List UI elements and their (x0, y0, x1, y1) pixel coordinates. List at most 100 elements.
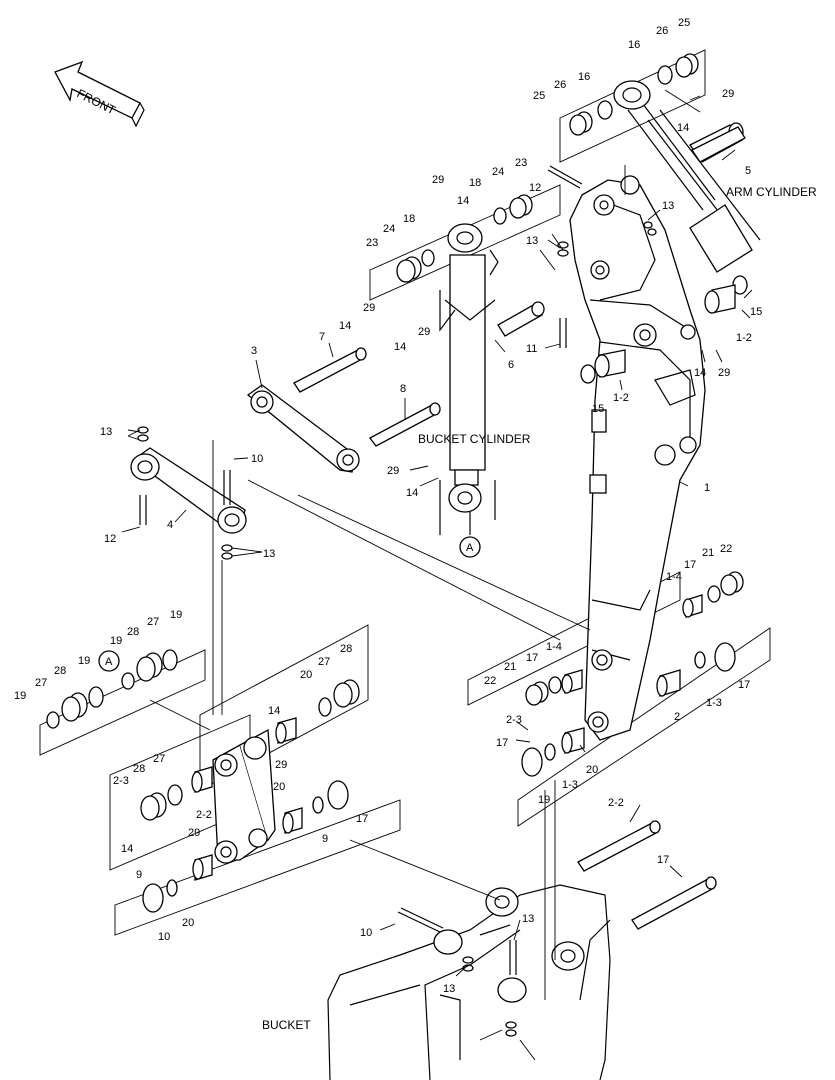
link-3 (246, 384, 360, 473)
callout: 13 (263, 548, 275, 560)
ref-a-circle-cylinder (459, 536, 481, 558)
callout: 23 (366, 237, 378, 249)
callout: 29 (387, 465, 399, 477)
callout: 29 (432, 174, 444, 186)
callout: 20 (300, 669, 312, 681)
callout: 1-2 (613, 392, 629, 404)
callout: 16 (628, 39, 640, 51)
callout: 3 (251, 345, 257, 357)
callout: 20 (586, 764, 598, 776)
bucket-body (327, 884, 611, 1080)
callout: 14 (268, 705, 280, 717)
callout: 19 (110, 635, 122, 647)
callout: 19 (538, 794, 550, 806)
callout: 10 (251, 453, 263, 465)
callout: 9 (136, 869, 142, 881)
callout: 17 (526, 652, 538, 664)
bolts (137, 165, 657, 1037)
callout: 28 (127, 626, 139, 638)
callout: 13 (443, 983, 455, 995)
ref-a-label-panel: A (105, 656, 113, 668)
callout: 22 (720, 543, 732, 555)
callout: 14 (406, 487, 418, 499)
callout: 13 (526, 235, 538, 247)
callout: 15 (592, 403, 604, 415)
callout: 17 (356, 813, 368, 825)
callout: 15 (750, 306, 762, 318)
callout: 29 (722, 88, 734, 100)
callout: 24 (383, 223, 395, 235)
callout: 26 (656, 25, 668, 37)
callout: 10 (360, 927, 372, 939)
callout: 5 (745, 165, 751, 177)
callout: 2 (674, 711, 680, 723)
link-4 (130, 447, 247, 534)
callout: 12 (529, 182, 541, 194)
bucket-cylinder-label: BUCKET CYLINDER (418, 432, 531, 446)
link-2 (212, 728, 276, 864)
arm-cylinder-label: ARM CYLINDER (726, 185, 817, 199)
callout: 19 (170, 609, 182, 621)
callout: 14 (457, 195, 469, 207)
callout: 20 (273, 781, 285, 793)
callout: 19 (78, 655, 90, 667)
callout: 28 (340, 643, 352, 655)
callout: 9 (322, 833, 328, 845)
small-parts (46, 53, 748, 913)
callout: 29 (363, 302, 375, 314)
callout: 20 (182, 917, 194, 929)
callout: 29 (718, 367, 730, 379)
callout: 7 (319, 331, 325, 343)
pins (293, 126, 746, 930)
labels: ARM CYLINDER BUCKET CYLINDER BUCKET A A (105, 185, 817, 1032)
callout: 22 (484, 675, 496, 687)
callout: 1-4 (546, 641, 562, 653)
callout: 17 (684, 559, 696, 571)
callout: 16 (578, 71, 590, 83)
callout: 4 (167, 519, 173, 531)
callout: 23 (515, 157, 527, 169)
arm (569, 175, 706, 741)
callout: 1 (704, 482, 710, 494)
callout: 2-2 (196, 809, 212, 821)
leader-lines (121, 95, 753, 1041)
callout: 6 (508, 359, 514, 371)
callout: 2-3 (113, 775, 129, 787)
callout: 1-4 (666, 571, 682, 583)
callout: 25 (533, 90, 545, 102)
callout: 13 (100, 426, 112, 438)
callout: 1-2 (736, 332, 752, 344)
callout: 14 (121, 843, 133, 855)
alignment-lines (98, 89, 701, 1061)
callout: 2-3 (506, 714, 522, 726)
callout-numbers: 25 26 16 16 26 25 29 14 5 13 29 14 18 24… (14, 17, 762, 995)
callout: 12 (104, 533, 116, 545)
callout: 28 (54, 665, 66, 677)
callout: 14 (339, 320, 351, 332)
callout: 18 (403, 213, 415, 225)
callout: 14 (677, 122, 689, 134)
callout: 13 (522, 913, 534, 925)
callout: 13 (662, 200, 674, 212)
callout: 14 (394, 341, 406, 353)
callout: 14 (694, 367, 706, 379)
callout: 24 (492, 166, 504, 178)
callout: 11 (526, 343, 537, 355)
callout: 29 (275, 759, 287, 771)
callout: 25 (678, 17, 690, 29)
callout: 29 (418, 326, 430, 338)
callout: 27 (153, 753, 165, 765)
callout: 27 (147, 616, 159, 628)
callout: 10 (158, 931, 170, 943)
callout: 27 (35, 677, 47, 689)
ref-a-label-cylinder: A (466, 542, 474, 554)
callout: 28 (133, 763, 145, 775)
front-arrow: FRONT (54, 60, 145, 128)
callout: 18 (469, 177, 481, 189)
callout: 17 (657, 854, 669, 866)
callout: 1-3 (562, 779, 578, 791)
callout: 17 (738, 679, 750, 691)
callout: 2-2 (608, 797, 624, 809)
